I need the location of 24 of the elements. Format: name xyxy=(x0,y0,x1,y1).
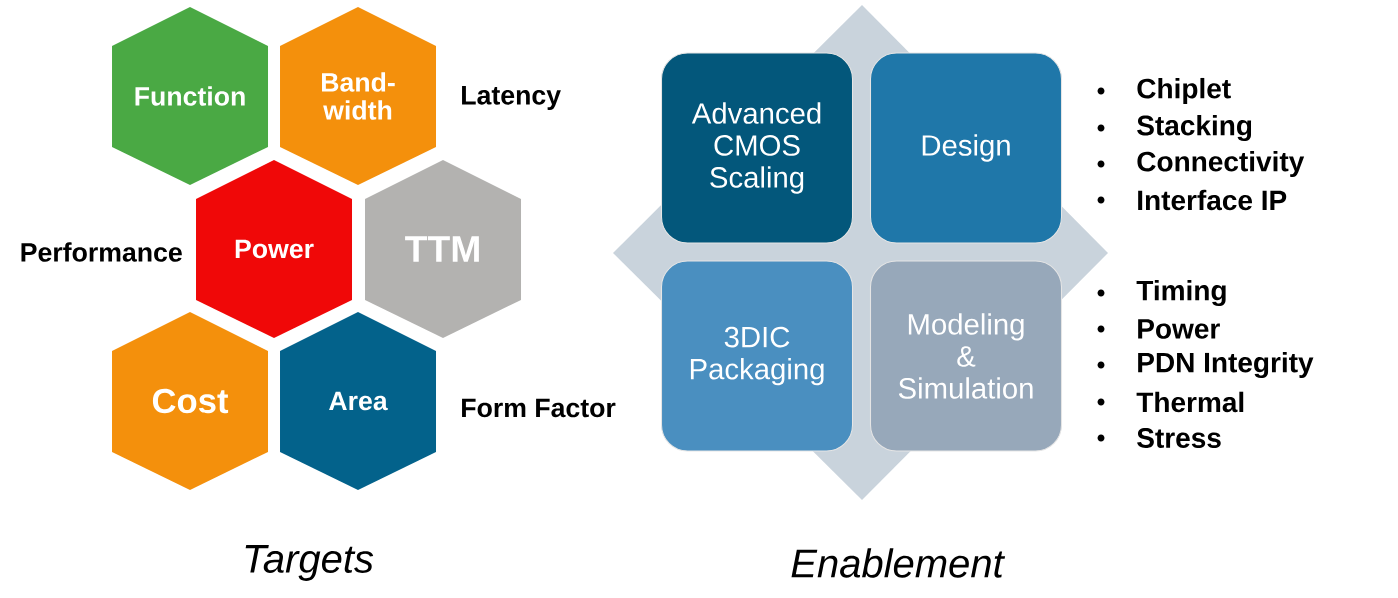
bullet-item: Stress xyxy=(1097,428,1221,448)
bullet-item: Connectivity xyxy=(1097,150,1305,178)
hexagon: Power xyxy=(196,160,352,338)
bullet-item: Timing xyxy=(1097,279,1226,307)
hexagon: Function xyxy=(112,7,268,185)
hexagon: Cost xyxy=(112,312,268,490)
bullet-item: Chiplet xyxy=(1097,77,1231,105)
hexagon: Band- width xyxy=(280,7,436,185)
rounded-box: 3DIC Packaging xyxy=(660,260,854,452)
side-label: Latency xyxy=(462,86,561,110)
side-label: Performance xyxy=(21,242,182,262)
rounded-box: Design xyxy=(869,52,1063,244)
bullet-item: PDN Integrity xyxy=(1097,351,1314,379)
side-label: Form Factor xyxy=(462,398,616,418)
panel-caption: Targets xyxy=(245,545,374,581)
hexagon: Area xyxy=(280,312,436,490)
hexagon: TTM xyxy=(365,160,521,338)
bullet-item: Thermal xyxy=(1097,391,1244,413)
panel-caption: Enablement xyxy=(791,548,1006,578)
rounded-box: Modeling & Simulation xyxy=(869,260,1063,452)
bullet-item: Stacking xyxy=(1097,114,1252,142)
bullet-item: Power xyxy=(1097,319,1220,339)
rounded-box: Advanced CMOS Scaling xyxy=(660,52,854,244)
bullet-item: Interface IP xyxy=(1097,189,1287,211)
